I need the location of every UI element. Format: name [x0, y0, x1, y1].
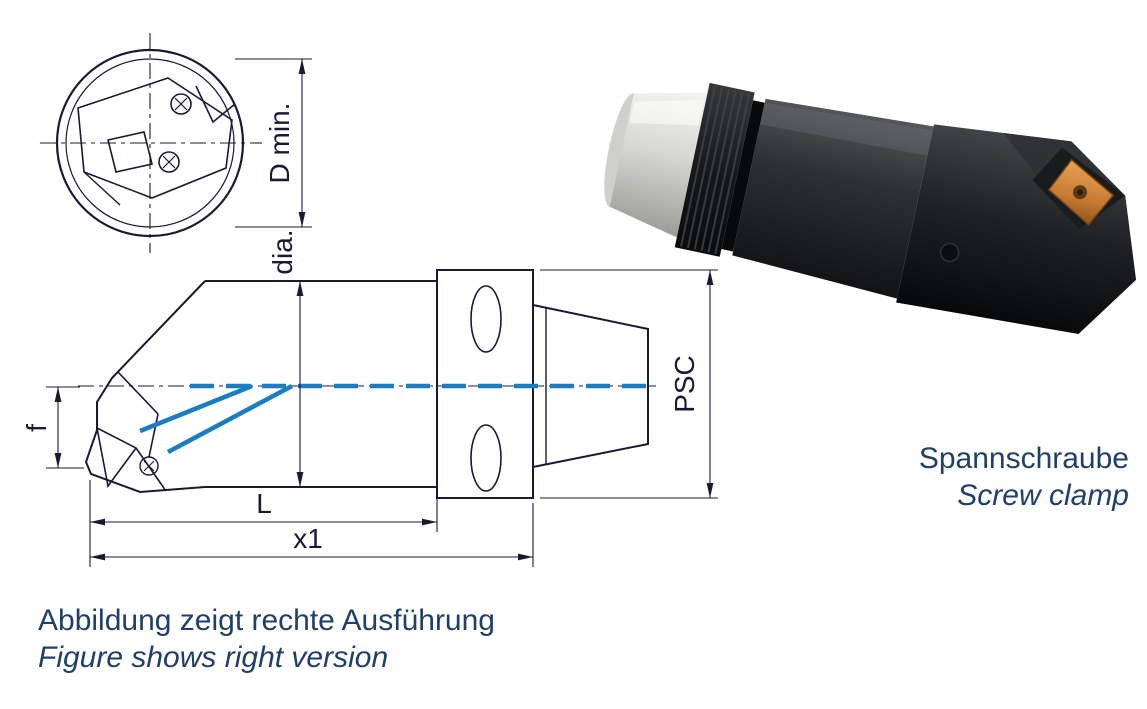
clamp-line-1 [117, 371, 159, 415]
front-view [40, 33, 262, 253]
dim-label-d-min: D min. [264, 103, 295, 184]
insert-pocket-front [107, 131, 153, 173]
insert-seat-line [135, 447, 167, 492]
dim-psc [540, 269, 718, 499]
dim-label-dia: dia. [267, 229, 298, 274]
part-label-en: Screw clamp [957, 479, 1129, 512]
dim-label-x1: x1 [293, 523, 323, 554]
screw-front-top [170, 93, 192, 115]
dim-label-L: L [256, 488, 272, 519]
tool-body [732, 98, 934, 299]
coolant-bore-2 [139, 383, 253, 434]
dim-label-f: f [21, 424, 52, 432]
dim-x1 [90, 503, 534, 567]
knurl-stripes [680, 85, 751, 254]
psc-cone-highlight [629, 100, 704, 126]
screw-front-mid [158, 151, 180, 173]
figure-note: Abbildung zeigt rechte Ausführung Figure… [38, 602, 495, 676]
inner-diameter-circle [65, 58, 235, 228]
figure-note-en: Figure shows right version [38, 641, 389, 674]
flange-slot-top [470, 285, 502, 353]
insert-side [95, 426, 138, 488]
clamp-edge-front [83, 171, 121, 206]
outer-diameter-circle [55, 48, 245, 238]
clamp-line-2 [148, 413, 159, 458]
flange-slot-bottom [470, 424, 502, 492]
insert-screw-side [139, 456, 159, 476]
product-photo [604, 82, 1137, 335]
figure-note-de: Abbildung zeigt rechte Ausführung [38, 604, 495, 637]
coolant-channels [139, 383, 648, 454]
insert-screw-socket [1077, 189, 1084, 196]
psc-cone [609, 92, 708, 238]
part-caption: Spannschraube Screw clamp [919, 440, 1129, 514]
head-outline-front [77, 77, 233, 199]
tool-body-highlight [760, 102, 933, 156]
v-notch [195, 85, 236, 124]
dim-label-psc: PSC [669, 355, 700, 413]
coolant-bore-1 [166, 384, 294, 454]
dim-L [89, 480, 438, 567]
dim-f [46, 386, 84, 469]
ring-groove [721, 100, 765, 252]
part-label-de: Spannschraube [918, 442, 1129, 475]
head-outline-side [84, 280, 206, 494]
body-screw [939, 242, 960, 263]
dim-d-min [235, 58, 312, 228]
